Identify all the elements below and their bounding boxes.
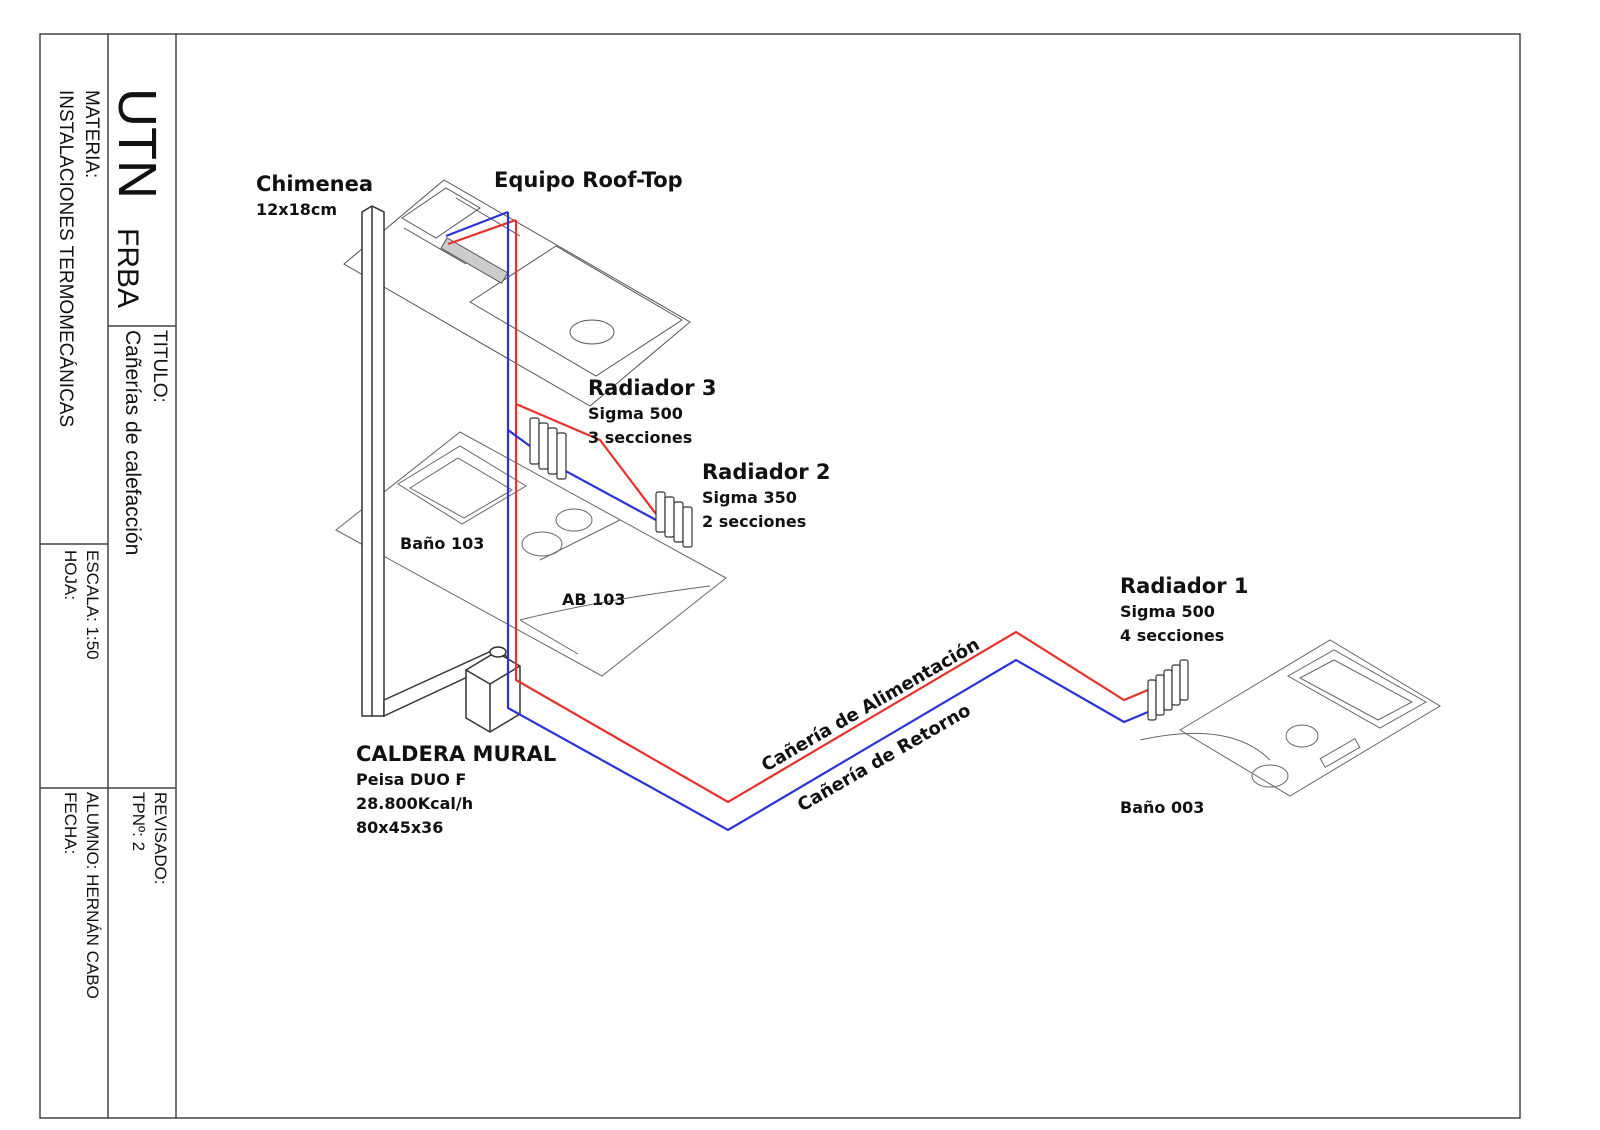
sheet-border bbox=[39, 33, 1521, 1119]
radiator-2-sections: 2 secciones bbox=[702, 512, 807, 531]
titulo-label: TITULO: bbox=[149, 330, 170, 403]
revisado-text: REVISADO: bbox=[151, 792, 170, 885]
boiler-power: 28.800Kcal/h bbox=[356, 794, 474, 813]
ab-103-label: AB 103 bbox=[562, 590, 626, 609]
bath-103-label: Baño 103 bbox=[400, 534, 485, 553]
boiler-label: CALDERA MURAL bbox=[356, 742, 557, 766]
radiator-1-label: Radiador 1 bbox=[1120, 574, 1249, 598]
boiler bbox=[465, 646, 521, 733]
materia-value: INSTALACIONES TERMOMECÁNICAS bbox=[55, 90, 76, 428]
tp-number: TPNº: 2 bbox=[129, 792, 148, 852]
radiator-2-shape bbox=[655, 491, 693, 548]
boiler-model: Peisa DUO F bbox=[356, 770, 467, 789]
chimney-label: Chimenea bbox=[256, 172, 374, 196]
bath-103-plate bbox=[335, 431, 727, 677]
bath-003-plate bbox=[1139, 639, 1441, 797]
roof-plate bbox=[343, 179, 691, 407]
bath-003-label: Baño 003 bbox=[1120, 798, 1205, 817]
escala-text: ESCALA: 1:50 bbox=[83, 550, 102, 660]
supply-pipe bbox=[447, 218, 1149, 804]
roof-top-label: Equipo Roof-Top bbox=[494, 168, 683, 192]
radiator-1-shape bbox=[1147, 659, 1189, 721]
alumno-text: ALUMNO: HERNÁN CABO bbox=[83, 792, 102, 999]
radiator-3-shape bbox=[529, 417, 567, 480]
radiator-3-label: Radiador 3 bbox=[588, 376, 717, 400]
university-name: UTN bbox=[107, 88, 167, 199]
faculty-name: FRBA bbox=[111, 228, 144, 309]
boiler-size: 80x45x36 bbox=[356, 818, 444, 837]
hoja-text: HOJA: bbox=[61, 550, 80, 601]
fecha-text: FECHA: bbox=[61, 792, 80, 855]
radiator-3-sections: 3 secciones bbox=[588, 428, 693, 447]
radiator-2-label: Radiador 2 bbox=[702, 460, 831, 484]
radiator-2-model: Sigma 350 bbox=[702, 488, 797, 507]
titulo-value: Cañerías de calefacción bbox=[121, 330, 144, 556]
radiator-1-model: Sigma 500 bbox=[1120, 602, 1215, 621]
chimney-size: 12x18cm bbox=[256, 200, 338, 219]
radiator-1-sections: 4 secciones bbox=[1120, 626, 1225, 645]
materia-label: MATERIA: bbox=[81, 90, 102, 179]
radiator-3-model: Sigma 500 bbox=[588, 404, 683, 423]
